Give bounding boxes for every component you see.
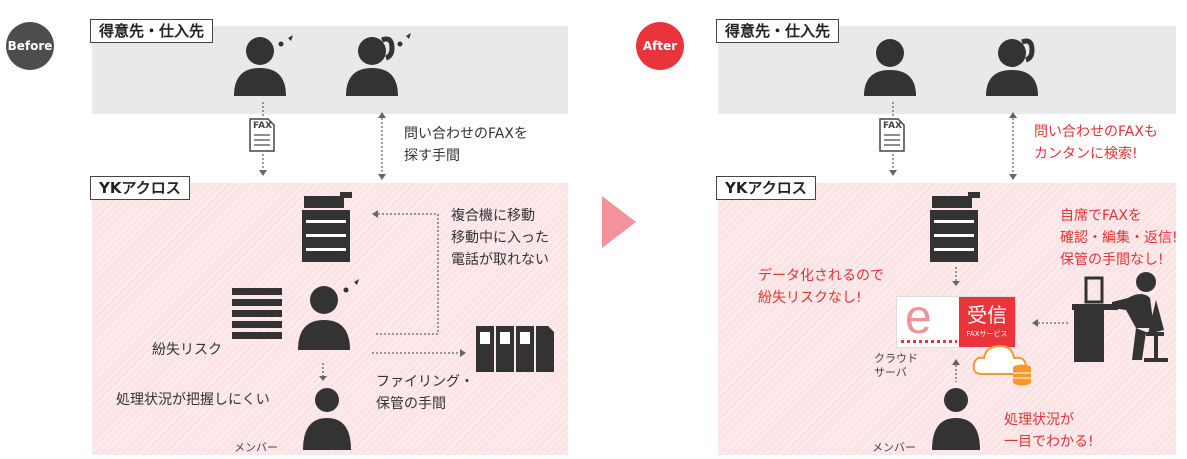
mfp-move-arrow [372,210,439,335]
person-phone-icon [986,38,1038,96]
person-icon [234,35,293,96]
before-company-label: YKアクロス [90,176,190,200]
transition-arrow [602,196,636,248]
after-status-note-1: 処理状況が [1004,412,1074,428]
fax-document-icon [879,118,905,152]
after-desk-note-2: 確認・編集・返信! [1060,230,1178,246]
after-data-note-2: 紛失リスクなし! [758,290,862,306]
paper-stack-icon [232,288,282,339]
multifunction-printer-icon [930,192,980,262]
before-search-note-2: 探す手間 [404,148,460,164]
member-to-cloud-arrow [952,359,960,382]
person-icon [864,39,916,96]
after-badge: After [636,22,684,70]
multifunction-printer-icon [302,192,352,262]
logo-e-letter: e [905,291,932,344]
before-mfp-note-2: 移動中に入った [451,230,549,246]
logo-red-panel [959,297,1015,347]
person-icon [298,279,359,350]
before-member-label: メンバー [234,441,278,454]
after-desk-note-1: 自席でFAXを [1060,208,1142,224]
fax-document-label: FAX [883,121,903,131]
e-jushin-logo: e 受信 FAXサービス [896,291,1016,348]
desk-to-logo-arrow [1032,319,1068,327]
binder-files-icon [476,326,554,372]
after-member-label: メンバー [872,441,916,454]
search-bidirectional-arrow [378,112,386,180]
member-person-icon [303,388,351,450]
cloud-server-icon [972,344,1031,386]
fax-document-label: FAX [253,121,273,131]
logo-word: 受信 [967,303,1007,327]
before-company-area [92,183,568,455]
after-status-note-2: 一目でわかる! [1004,434,1094,450]
desk-worker-icon [1072,272,1168,362]
before-mfp-note-3: 電話が取れない [451,252,549,268]
before-partner-label: 得意先・仕入先 [90,19,214,43]
fax-document-icon [249,118,275,152]
after-data-note-1: データ化されるので [758,268,884,284]
person-phone-icon [346,33,411,96]
fax-down-arrow [889,102,897,176]
logo-dots [901,340,957,343]
before-mfp-note-1: 複合機に移動 [451,208,535,224]
before-badge: Before [6,22,54,70]
filing-arrow [372,349,466,357]
before-loss-label: 紛失リスク [152,342,222,358]
search-bidirectional-arrow [1009,112,1017,180]
member-person-icon [932,388,980,450]
before-status-label: 処理状況が把握しにくい [116,392,270,408]
fax-down-arrow [259,102,267,176]
before-filing-note-2: 保管の手間 [376,396,446,412]
member-down-arrow [319,363,327,381]
logo-sub: FAXサービス [966,330,1008,338]
before-filing-note-1: ファイリング・ [376,374,474,390]
after-company-label: YKアクロス [716,176,816,200]
after-partner-label: 得意先・仕入先 [716,19,840,43]
mfp-to-cloud-arrow [952,267,960,286]
after-search-note-1: 問い合わせのFAXも [1034,124,1158,140]
before-search-note-1: 問い合わせのFAXを [404,126,528,142]
after-desk-note-3: 保管の手間なし! [1060,252,1164,268]
cloud-label-1: クラウド [874,352,918,365]
after-search-note-2: カンタンに検索! [1034,146,1138,162]
cloud-label-2: サーバ [874,366,907,379]
